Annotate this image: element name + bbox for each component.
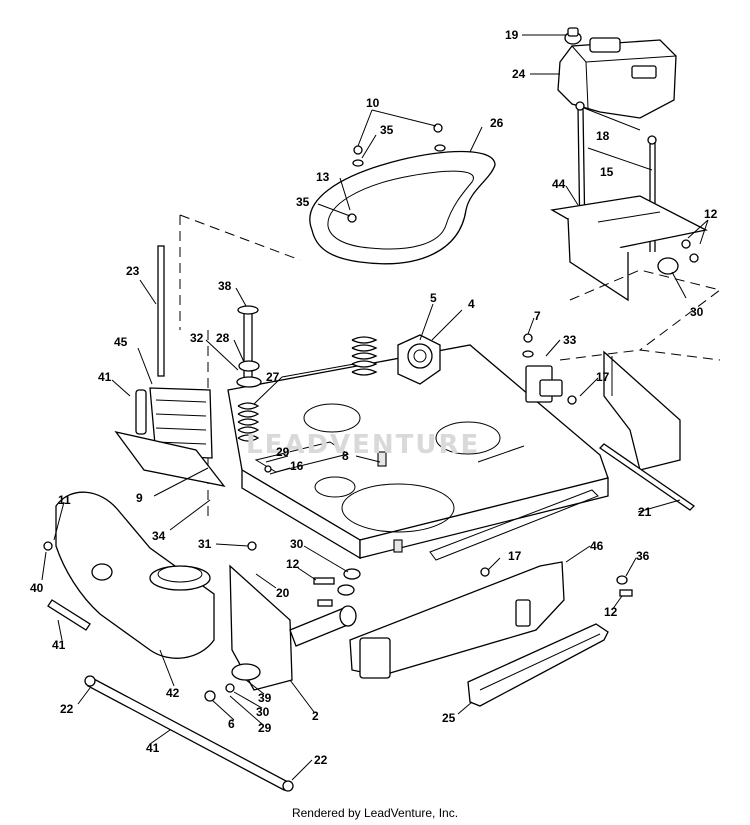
callout-34: 34 (152, 529, 166, 543)
callout-8: 8 (342, 449, 349, 463)
spring-bolt (236, 305, 262, 388)
callout-35b: 35 (296, 195, 310, 209)
callout-21: 21 (638, 505, 652, 519)
callout-9: 9 (136, 491, 143, 505)
fuel-tank (557, 37, 677, 119)
callout-11: 11 (58, 493, 71, 507)
callout-30b: 30 (290, 537, 304, 551)
callout-30a: 30 (690, 305, 704, 319)
callout-17a: 17 (596, 370, 610, 384)
callout-30c: 30 (256, 705, 270, 719)
callout-17b: 17 (508, 549, 522, 563)
fuel-cap (564, 27, 582, 45)
callout-15: 15 (600, 165, 614, 179)
callout-5: 5 (430, 291, 437, 305)
callout-4: 4 (468, 297, 475, 311)
intake-duct (55, 491, 215, 659)
main-frame (227, 344, 609, 561)
callout-7: 7 (534, 309, 541, 323)
callout-29b: 29 (258, 721, 272, 735)
callout-38: 38 (218, 279, 232, 293)
switch-assembly (522, 333, 563, 403)
callout-22b: 22 (314, 753, 328, 767)
floor-bracket (349, 561, 565, 679)
ignition-bracket (397, 334, 441, 385)
callout-45: 45 (114, 335, 128, 349)
callout-10: 10 (366, 96, 380, 110)
tank-bracket (550, 195, 708, 302)
callout-25: 25 (442, 711, 456, 725)
callout-13: 13 (316, 170, 330, 184)
callout-31: 31 (198, 537, 212, 551)
callout-46: 46 (590, 539, 604, 553)
callout-41c: 41 (146, 741, 160, 755)
callout-23: 23 (126, 264, 140, 278)
callout-39: 39 (258, 691, 272, 705)
axle-rod (84, 675, 294, 792)
callout-12b: 12 (286, 557, 300, 571)
callout-33: 33 (563, 333, 577, 347)
spacer-rod (47, 599, 91, 631)
footer-credit: Rendered by LeadVenture, Inc. (291, 806, 459, 820)
callout-42: 42 (166, 686, 180, 700)
callout-40: 40 (30, 581, 44, 595)
callout-41b: 41 (52, 638, 66, 652)
callout-6: 6 (228, 717, 235, 731)
seat-springs (237, 336, 378, 442)
callout-24: 24 (512, 67, 526, 81)
callout-2: 2 (312, 709, 319, 723)
callout-12c: 12 (604, 605, 618, 619)
small-hardware (43, 395, 633, 597)
pivot-bracket (204, 564, 357, 702)
callout-28: 28 (216, 331, 230, 345)
callout-29a: 29 (276, 445, 290, 459)
callout-18: 18 (596, 129, 610, 143)
leader-lines (41, 34, 709, 781)
seat-pan (309, 123, 496, 265)
callout-22a: 22 (60, 702, 74, 716)
callout-44: 44 (552, 177, 566, 191)
callout-27: 27 (266, 370, 280, 384)
cover-plate (467, 623, 609, 707)
callout-19: 19 (505, 28, 519, 42)
callout-35a: 35 (380, 123, 394, 137)
watermark-text: LEADVENTURE (246, 430, 481, 460)
callout-36: 36 (636, 549, 650, 563)
callout-20: 20 (276, 586, 290, 600)
control-bracket (598, 350, 696, 511)
callout-41a: 41 (98, 370, 112, 384)
callout-16: 16 (290, 459, 304, 473)
bolt-cluster (247, 541, 361, 607)
left-bracket (114, 387, 226, 487)
callout-32: 32 (190, 331, 204, 345)
callout-12a: 12 (704, 207, 718, 221)
tie-strap (157, 245, 165, 377)
callout-26: 26 (490, 116, 504, 130)
